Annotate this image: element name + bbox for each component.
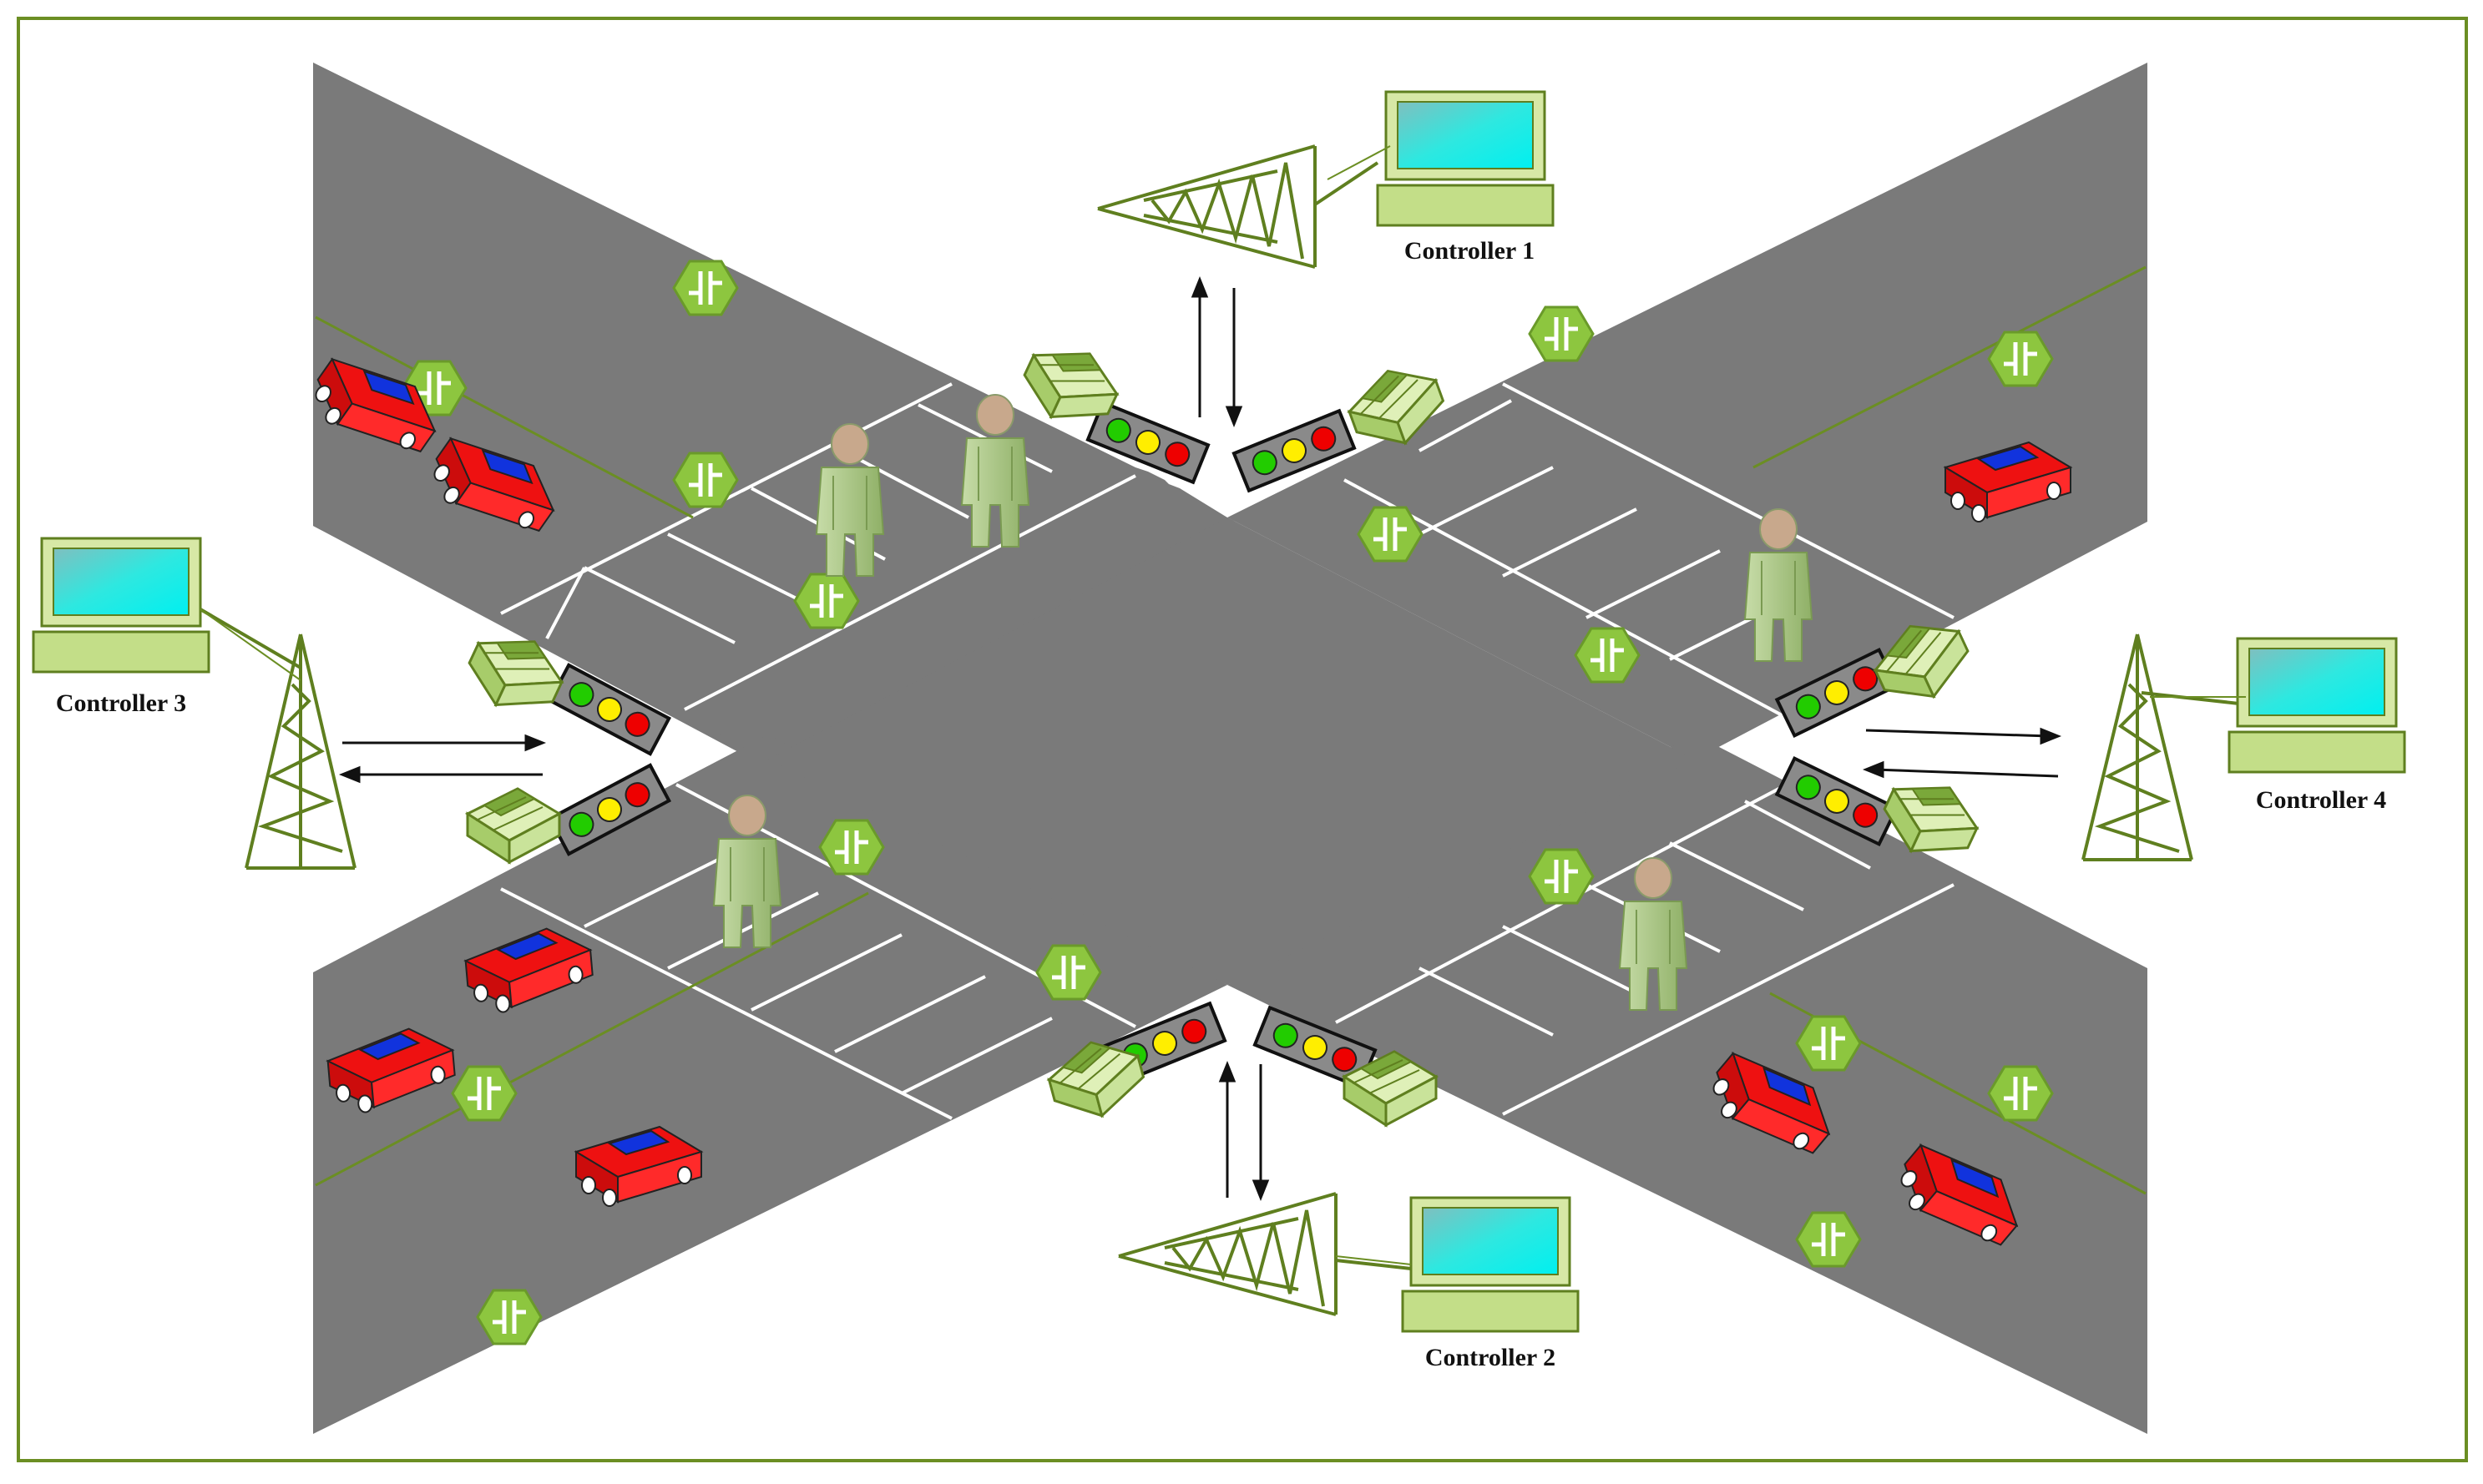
link-lines — [200, 145, 2246, 1265]
tower-icon — [1118, 1192, 1412, 1316]
tower-icon — [2081, 633, 2255, 861]
computer-icon — [32, 537, 210, 674]
lane-lines — [315, 265, 2147, 1195]
computer-icon — [1401, 1196, 1580, 1333]
controller-3-label: Controller 3 — [56, 689, 186, 717]
controller-4-label: Controller 4 — [2256, 786, 2386, 814]
arrow-left-icon — [1862, 760, 1884, 779]
computer-icon — [1376, 90, 1555, 227]
arrow-up-icon — [1191, 275, 1209, 298]
arrow-right-icon — [524, 734, 547, 752]
controller-2-label: Controller 2 — [1425, 1344, 1555, 1371]
arrow-left-icon — [338, 765, 361, 784]
towers — [199, 144, 2255, 1316]
communication-arrows — [338, 275, 2062, 1202]
arrow-down-icon — [1252, 1179, 1270, 1202]
controller-1-label: Controller 1 — [1404, 237, 1535, 265]
arrow-down-icon — [1225, 406, 1243, 428]
arrow-up-icon — [1218, 1060, 1236, 1083]
arrow-right-icon — [2040, 727, 2062, 745]
computer-icon — [2228, 637, 2406, 774]
tower-icon — [1097, 144, 1379, 269]
